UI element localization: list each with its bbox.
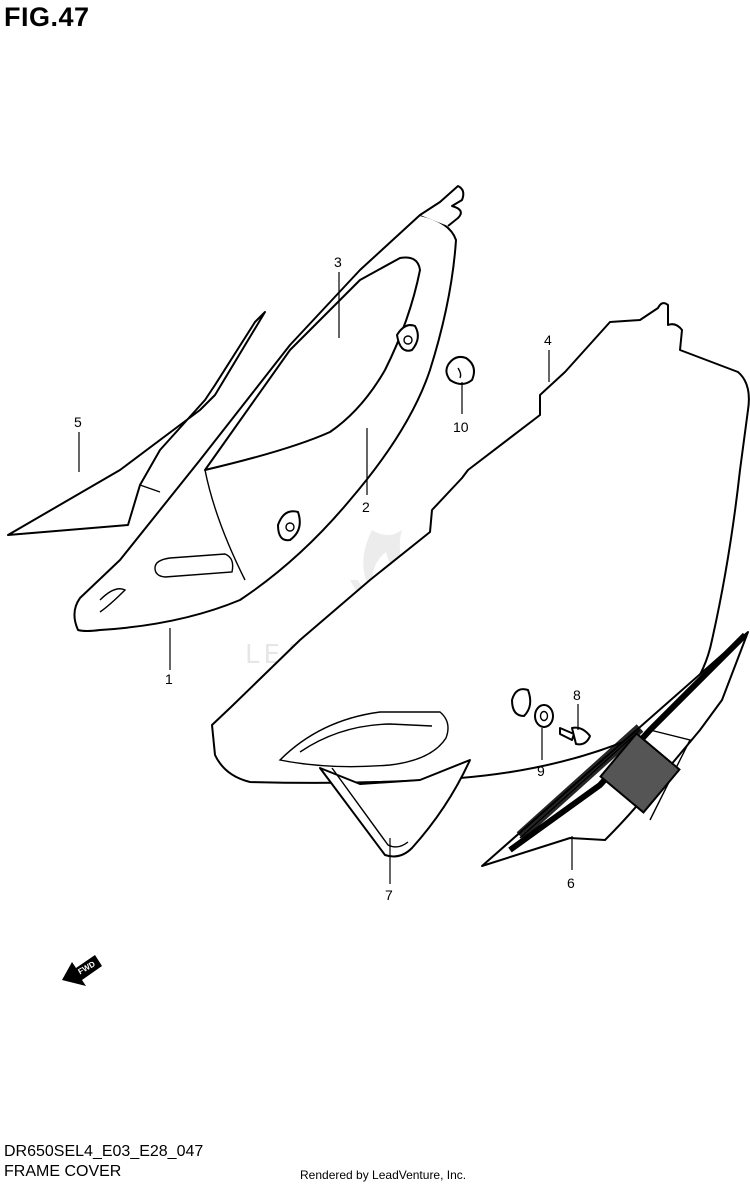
part-number-8: 8 xyxy=(573,687,581,703)
part-number-2: 2 xyxy=(362,499,370,515)
figure-title: FIG.47 xyxy=(4,2,90,32)
part-number-5: 5 xyxy=(74,414,82,430)
part-9-washer[interactable] xyxy=(534,704,554,728)
part-number-1: 1 xyxy=(165,671,173,687)
fwd-arrow-icon: FWD xyxy=(62,955,102,986)
part-number-10: 10 xyxy=(453,419,469,435)
part-number-6: 6 xyxy=(567,875,575,891)
diagram-caption: FRAME COVER xyxy=(4,1163,122,1180)
rendered-by-credit: Rendered by LeadVenture, Inc. xyxy=(300,1168,467,1182)
part-1-frame-cover[interactable] xyxy=(73,185,465,632)
part-10-grommet[interactable] xyxy=(445,355,475,385)
part-5-side-cover[interactable] xyxy=(7,311,266,536)
part-number-3: 3 xyxy=(334,254,342,270)
part-4-frame-cover[interactable] xyxy=(211,302,750,784)
part-6-emblem[interactable] xyxy=(481,631,749,867)
watermark-flame-icon xyxy=(363,530,406,600)
part-number-7: 7 xyxy=(385,887,393,903)
part-number-9: 9 xyxy=(537,763,545,779)
part-7-lower-cover[interactable] xyxy=(319,759,471,858)
diagram-code: DR650SEL4_E03_E28_047 xyxy=(4,1143,204,1160)
part-number-4: 4 xyxy=(544,332,552,348)
